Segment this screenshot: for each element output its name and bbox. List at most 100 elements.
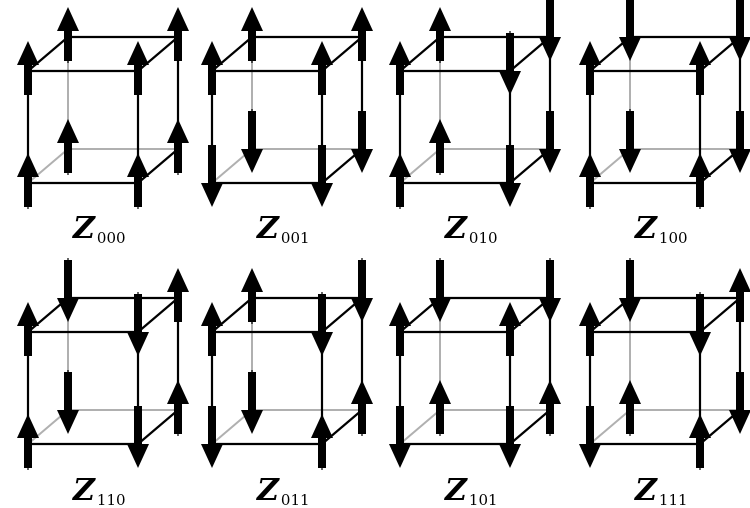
spin-down-arrow: [619, 109, 641, 173]
hidden-cube-edge: [399, 148, 441, 184]
hidden-cube-edge: [27, 148, 69, 184]
spin-up-arrow: [127, 41, 149, 97]
spin-up-arrow: [311, 41, 333, 97]
spin-down-arrow: [499, 404, 521, 468]
spin-up-arrow: [539, 380, 561, 436]
caption-subscript: 010: [469, 229, 498, 247]
spin-down-arrow: [729, 370, 750, 434]
caption-subscript: 100: [659, 229, 688, 247]
spin-up-arrow: [17, 414, 39, 470]
spin-down-arrow: [539, 109, 561, 173]
hidden-cube-edge: [399, 409, 441, 445]
spin-down-arrow: [201, 143, 223, 207]
spin-down-arrow: [539, 0, 561, 61]
caption-symbol: Z: [256, 473, 280, 508]
caption-symbol: Z: [634, 473, 658, 508]
caption-symbol: Z: [72, 473, 96, 508]
spin-down-arrow: [351, 258, 373, 322]
spin-up-arrow: [167, 268, 189, 324]
caption-symbol: Z: [256, 211, 280, 246]
spin-down-arrow: [311, 292, 333, 356]
spin-up-arrow: [689, 41, 711, 97]
cube-edge: [137, 409, 179, 445]
spin-up-arrow: [389, 302, 411, 358]
spin-up-arrow: [579, 41, 601, 97]
cube-edge: [211, 297, 253, 333]
spin-down-arrow: [311, 143, 333, 207]
caption-symbol: Z: [444, 473, 468, 508]
spin-down-arrow: [127, 292, 149, 356]
caption-subscript: 110: [97, 491, 126, 508]
spin-up-arrow: [389, 153, 411, 209]
spin-down-arrow: [389, 404, 411, 468]
spin-up-arrow: [241, 7, 263, 63]
spin-up-arrow: [17, 302, 39, 358]
caption-subscript: 111: [659, 491, 688, 508]
spin-up-arrow: [351, 7, 373, 63]
cube-edge: [321, 36, 363, 72]
spin-down-arrow: [579, 404, 601, 468]
spin-up-arrow: [689, 153, 711, 209]
spin-up-arrow: [167, 7, 189, 63]
spin-up-arrow: [17, 41, 39, 97]
caption-symbol: Z: [634, 211, 658, 246]
caption-subscript: 101: [469, 491, 498, 508]
spin-up-arrow: [127, 153, 149, 209]
cube-edge: [137, 148, 179, 184]
spin-up-arrow: [17, 153, 39, 209]
spin-up-arrow: [311, 414, 333, 470]
cube-edge: [399, 36, 441, 72]
cube-edge: [509, 409, 551, 445]
spin-down-arrow: [499, 143, 521, 207]
spin-down-arrow: [729, 109, 750, 173]
caption-subscript: 001: [281, 229, 310, 247]
spin-down-arrow: [127, 404, 149, 468]
cube-edge: [137, 36, 179, 72]
spin-up-arrow: [57, 119, 79, 175]
spin-up-arrow: [389, 41, 411, 97]
spin-down-arrow: [499, 31, 521, 95]
spin-up-arrow: [429, 119, 451, 175]
spin-down-arrow: [729, 0, 750, 61]
spin-down-arrow: [619, 258, 641, 322]
spin-up-arrow: [241, 268, 263, 324]
spin-down-arrow: [57, 258, 79, 322]
spin-down-arrow: [619, 0, 641, 61]
spin-down-arrow: [351, 109, 373, 173]
spin-up-arrow: [351, 380, 373, 436]
spin-down-arrow: [57, 370, 79, 434]
cube-edge: [699, 297, 741, 333]
cube-edge: [211, 36, 253, 72]
spin-up-arrow: [201, 41, 223, 97]
caption-symbol: Z: [72, 211, 96, 246]
spin-up-arrow: [429, 380, 451, 436]
spin-down-arrow: [201, 404, 223, 468]
spin-down-arrow: [689, 292, 711, 356]
spin-down-arrow: [539, 258, 561, 322]
spin-up-arrow: [689, 414, 711, 470]
spin-up-arrow: [499, 302, 521, 358]
spin-up-arrow: [429, 7, 451, 63]
cube-edge: [27, 36, 69, 72]
spin-down-arrow: [241, 370, 263, 434]
spin-up-arrow: [579, 302, 601, 358]
spin-up-arrow: [57, 7, 79, 63]
cube-edge: [137, 297, 179, 333]
hidden-cube-edge: [589, 409, 631, 445]
caption-subscript: 011: [281, 491, 310, 508]
spin-up-arrow: [729, 268, 750, 324]
